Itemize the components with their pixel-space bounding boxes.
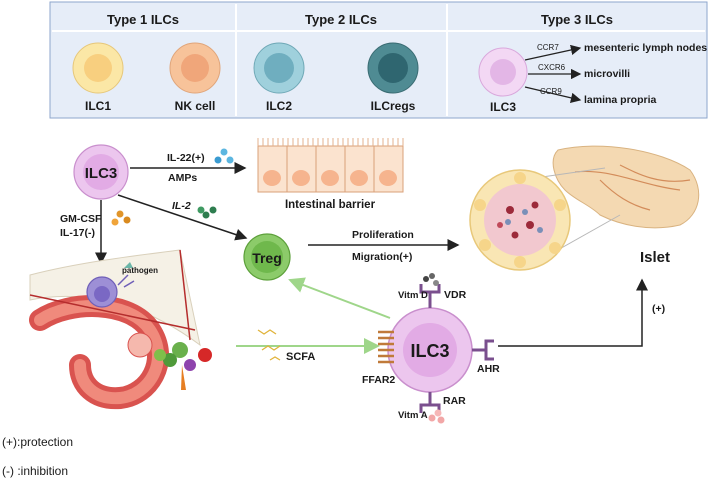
cxcr6-label: CXCR6: [538, 63, 566, 72]
islet-label: Islet: [640, 249, 670, 266]
treg-cell: Treg: [243, 233, 291, 281]
nk-cell: [169, 42, 221, 94]
scfa-molecules: [257, 329, 281, 361]
scfa-label: SCFA: [286, 351, 315, 363]
ilc3-big-cell: ILC3: [387, 307, 473, 393]
proliferation-label: Proliferation: [352, 229, 414, 241]
ccr7-arrow: [524, 44, 582, 61]
mesenteric-lymph-nodes-label: mesenteric lymph nodes: [584, 42, 707, 54]
ilc-types-panel: Type 1 ILCs Type 2 ILCs Type 3 ILCs ILC1…: [49, 1, 708, 119]
vdr-label: VDR: [444, 289, 467, 301]
type1-title: Type 1 ILCs: [107, 12, 179, 27]
il2-dots: [197, 206, 217, 219]
treg-label: Treg: [252, 250, 282, 266]
type2-title: Type 2 ILCs: [305, 12, 377, 27]
ilcreg-cell: [367, 42, 419, 94]
ccr9-arrow: [524, 86, 582, 103]
ilc1-cell: [72, 42, 124, 94]
ilc3-to-islet-arrow: [498, 278, 648, 347]
vitm-a-label: Vitm A: [398, 410, 428, 421]
ilcregs-label: ILCregs: [371, 99, 416, 113]
microvilli-label: microvilli: [584, 68, 630, 80]
gut-illustration: [29, 249, 212, 410]
ilc3-small-label: ILC3: [490, 100, 516, 114]
ilc1-label: ILC1: [85, 99, 111, 113]
legend-inhibition: (-) :inhibition: [2, 464, 68, 478]
ccr7-label: CCR7: [537, 43, 559, 52]
il22-label: IL-22(+): [167, 152, 205, 164]
ilc2-label: ILC2: [266, 99, 292, 113]
il17-label: IL-17(-): [60, 227, 95, 239]
gmcsf-dots: [111, 210, 131, 226]
vdr-receptor: [419, 273, 441, 308]
legend-protection: (+):protection: [2, 435, 73, 449]
intestinal-barrier: [257, 138, 404, 193]
ilc3-to-treg-arrow: [288, 277, 391, 319]
ccr9-label: CCR9: [540, 87, 562, 96]
islet-illustration: [469, 145, 700, 271]
ilc3-top-label: ILC3: [85, 165, 118, 182]
ahr-label: AHR: [477, 363, 500, 375]
pathogen-label: pathogen: [122, 266, 158, 275]
rar-label: RAR: [443, 395, 466, 407]
nk-cell-label: NK cell: [175, 99, 216, 113]
gmcsf-label: GM-CSF: [60, 213, 102, 225]
type3-title: Type 3 ILCs: [541, 12, 613, 27]
ffar2-label: FFAR2: [362, 374, 395, 386]
amps-label: AMPs: [168, 172, 197, 184]
ilc3-top-cell: ILC3: [73, 144, 129, 200]
il2-label: IL-2: [172, 200, 191, 212]
il22-dots: [214, 148, 234, 164]
ilc3-big-label: ILC3: [410, 341, 449, 361]
il2-arrow: [117, 194, 248, 241]
ahr-receptor: [472, 339, 494, 361]
intestinal-barrier-label: Intestinal barrier: [285, 199, 376, 211]
migration-label: Migration(+): [352, 251, 412, 263]
ilc3-small-cell: [478, 47, 528, 97]
ilc2-cell: [253, 42, 305, 94]
lamina-propria-label: lamina propria: [584, 94, 657, 106]
islet-protection-label: (+): [652, 303, 665, 315]
rar-receptor: [419, 392, 445, 424]
ffar2-receptor: [378, 330, 394, 364]
vitm-d-label: Vitm D: [398, 290, 428, 301]
